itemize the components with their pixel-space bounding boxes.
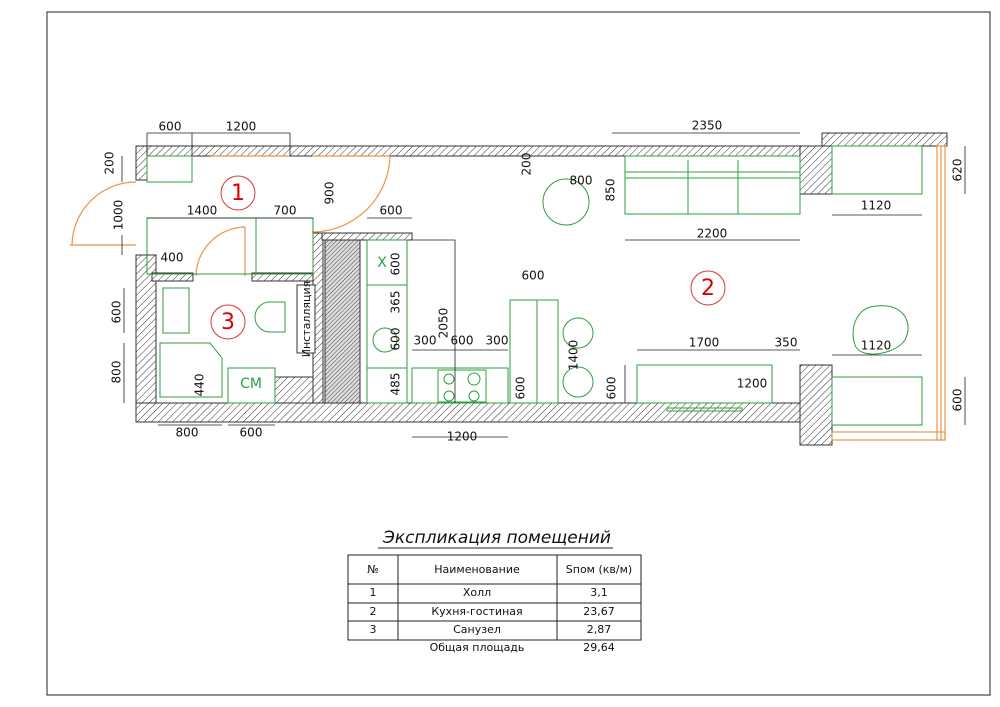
room-number-3: 3 [221, 310, 235, 335]
table-cell: Санузел [453, 623, 501, 636]
dim-label: 600 [514, 377, 528, 400]
dim-label: 1200 [226, 120, 257, 134]
dim-label: 600 [389, 328, 403, 351]
dim-label: 300 [414, 334, 437, 348]
total-value: 29,64 [583, 641, 615, 654]
table-header: Sпом (кв/м) [566, 563, 632, 576]
table-row: 2 Кухня-гостиная 23,67 [370, 605, 615, 618]
table-cell: 2,87 [587, 623, 612, 636]
dim-label: 2050 [437, 308, 451, 339]
table-cell: Холл [463, 586, 491, 599]
dim-label: 600 [951, 389, 965, 412]
dimension-lines [121, 132, 966, 438]
table-row: 3 Санузел 2,87 [370, 623, 612, 636]
windows-doors [70, 145, 946, 441]
dim-label: 620 [951, 159, 965, 182]
table-cell: 3,1 [590, 586, 608, 599]
room-number-2: 2 [701, 276, 715, 301]
dim-label: 1200 [737, 377, 768, 391]
room-number-1: 1 [231, 181, 245, 206]
ventilation-shaft [324, 239, 361, 404]
dim-label: 900 [323, 182, 337, 205]
dim-label: 1120 [861, 199, 892, 213]
dim-label: 600 [522, 269, 545, 283]
dim-label: 1120 [861, 339, 892, 353]
table-cell: Кухня-гостиная [431, 605, 522, 618]
dim-label: 300 [486, 334, 509, 348]
dim-label: 365 [389, 291, 403, 314]
table-cell: 23,67 [583, 605, 615, 618]
dim-label: 2350 [692, 119, 723, 133]
dim-label: 600 [389, 253, 403, 276]
table-cell: 2 [370, 605, 377, 618]
total-label: Общая площадь [430, 641, 525, 654]
table-cell: 1 [370, 586, 377, 599]
installation-label: Инсталляция [300, 281, 313, 358]
dim-label: 800 [110, 361, 124, 384]
dim-label: 485 [389, 373, 403, 396]
sheet-frame [46, 11, 991, 696]
dim-label: 1200 [447, 430, 478, 444]
dim-label: 600 [240, 426, 263, 440]
dim-label: 600 [110, 301, 124, 324]
room-schedule-table: Экспликация помещений № Наименование Sпо… [347, 528, 642, 654]
dim-label: 600 [605, 377, 619, 400]
dim-label: 200 [103, 152, 117, 175]
fridge-label: Х [377, 255, 387, 271]
dim-label: 600 [380, 204, 403, 218]
dim-label: 2200 [697, 227, 728, 241]
dim-label: 600 [451, 334, 474, 348]
table-title: Экспликация помещений [382, 528, 611, 548]
washer-label: СМ [240, 376, 262, 392]
dim-label: 200 [520, 153, 534, 176]
walls [135, 132, 948, 446]
dim-label: 350 [775, 336, 798, 350]
dim-label: 1400 [567, 340, 581, 371]
dim-label: 1700 [689, 336, 720, 350]
table-header: Наименование [434, 563, 520, 576]
dim-label: 850 [604, 179, 618, 202]
dim-label: 1000 [112, 200, 126, 231]
furniture [146, 145, 923, 426]
dim-label: 700 [274, 204, 297, 218]
table-cell: 3 [370, 623, 377, 636]
dim-label: 440 [193, 374, 207, 397]
dimension-labels: 600 1200 200 1000 1400 700 900 600 400 6… [103, 119, 965, 444]
table-header: № [367, 563, 378, 576]
dim-label: 600 [159, 120, 182, 134]
dim-label: 400 [161, 251, 184, 265]
dim-label: 800 [176, 426, 199, 440]
room-markers: 1 2 3 [210, 175, 726, 340]
table-row: 1 Холл 3,1 [370, 586, 608, 599]
dim-label: 1400 [187, 204, 218, 218]
dim-label: 800 [570, 174, 593, 188]
